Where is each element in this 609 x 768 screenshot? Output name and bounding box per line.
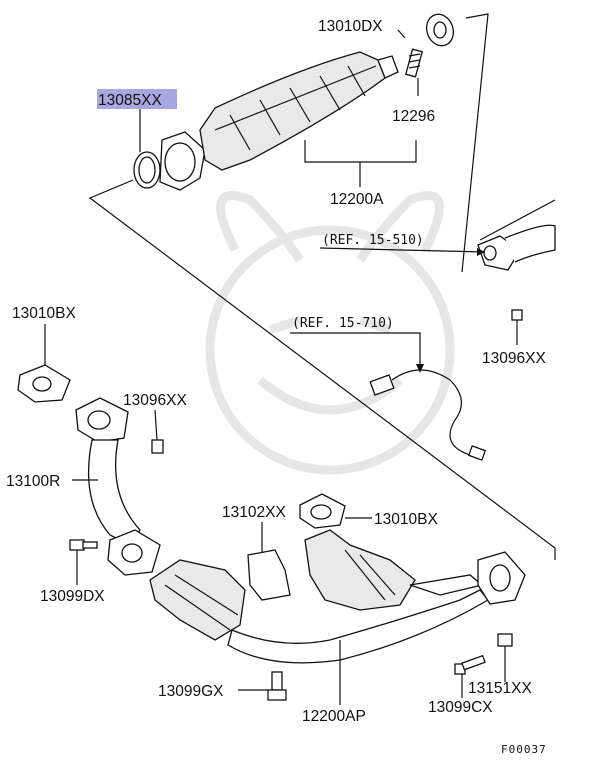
gasket-13085XX[interactable] xyxy=(133,151,161,189)
label-12200A[interactable]: 12200A xyxy=(330,191,384,208)
lower-catalytic-converter-12200AP[interactable] xyxy=(149,529,526,664)
bolt-13099DX[interactable] xyxy=(69,539,98,585)
label-13096XX-right[interactable]: 13096XX xyxy=(482,350,546,367)
gasket-13010BX-left[interactable] xyxy=(17,324,71,403)
label-13151XX[interactable]: 13151XX xyxy=(468,680,532,697)
label-13010BX-left[interactable]: 13010BX xyxy=(12,305,76,322)
label-12200AP[interactable]: 12200AP xyxy=(302,708,366,725)
label-13099DX[interactable]: 13099DX xyxy=(40,588,105,605)
oxygen-sensor[interactable] xyxy=(369,369,487,461)
label-13102XX[interactable]: 13102XX xyxy=(222,504,286,521)
label-ref-15-710[interactable]: (REF. 15-710) xyxy=(292,316,394,331)
lower-leaders xyxy=(72,479,341,705)
gasket-13010DX[interactable] xyxy=(422,11,457,50)
figure-id: F00037 xyxy=(501,743,547,756)
label-13085XX[interactable]: 13085XX xyxy=(98,92,162,109)
label-13099GX[interactable]: 13099GX xyxy=(158,683,224,700)
ref-510-arrow xyxy=(477,248,485,256)
ref-710-arrow xyxy=(416,364,424,373)
front-pipe-connection[interactable] xyxy=(477,224,556,271)
spring-13151XX[interactable] xyxy=(497,633,513,682)
bolt-13099GX[interactable] xyxy=(238,671,287,701)
highlighted-part-marker xyxy=(97,89,177,109)
label-13099CX[interactable]: 13099CX xyxy=(428,699,493,716)
gasket-13010BX-right[interactable] xyxy=(299,493,372,529)
label-13010BX-right[interactable]: 13010BX xyxy=(374,511,438,528)
nut-13096XX-right[interactable] xyxy=(511,309,523,345)
upper-catalytic-converter-12200A[interactable] xyxy=(159,51,399,191)
front-pipe-13100R[interactable] xyxy=(75,397,161,576)
label-12296[interactable]: 12296 xyxy=(392,108,435,125)
label-13010DX[interactable]: 13010DX xyxy=(318,18,383,35)
bolt-13099CX[interactable] xyxy=(454,654,486,698)
upper-leaders xyxy=(139,29,419,187)
nut-13096XX-left[interactable] xyxy=(151,409,164,454)
ref-710-leader xyxy=(290,332,421,368)
label-13096XX-left[interactable]: 13096XX xyxy=(123,392,187,409)
label-13100R[interactable]: 13100R xyxy=(6,473,60,490)
bracket-13102XX[interactable] xyxy=(247,522,291,601)
stud-12296[interactable] xyxy=(405,48,423,78)
boundary-lines xyxy=(88,13,556,560)
label-ref-15-510[interactable]: (REF. 15-510) xyxy=(322,233,424,248)
ref-510-leader xyxy=(319,247,486,253)
part-labels: 13010DX 13085XX 12296 12200A (REF. 15-51… xyxy=(6,18,547,756)
